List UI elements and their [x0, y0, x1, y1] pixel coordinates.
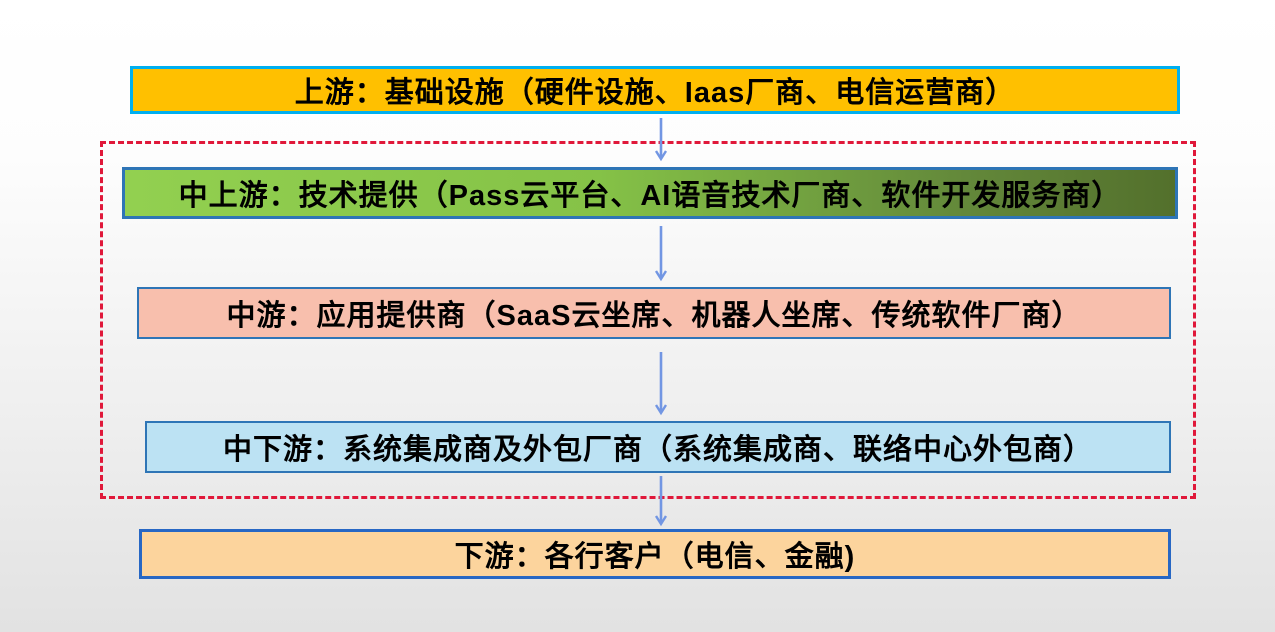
- midstream-group-frame: [100, 141, 1196, 499]
- downstream-label: 下游：各行客户（电信、金融): [454, 541, 856, 573]
- mid-downstream-label: 中下游：系统集成商及外包厂商（系统集成商、联络中心外包商）: [222, 434, 1093, 466]
- midstream-box: 中游：应用提供商（SaaS云坐席、机器人坐席、传统软件厂商）: [137, 287, 1171, 339]
- downstream-box: 下游：各行客户（电信、金融): [139, 529, 1171, 579]
- mid-upstream-label: 中上游：技术提供（Pass云平台、AI语音技术厂商、软件开发服务商）: [178, 180, 1122, 212]
- midstream-label: 中游：应用提供商（SaaS云坐席、机器人坐席、传统软件厂商）: [226, 300, 1082, 332]
- upstream-label: 上游：基础设施（硬件设施、Iaas厂商、电信运营商）: [294, 77, 1016, 109]
- upstream-box: 上游：基础设施（硬件设施、Iaas厂商、电信运营商）: [130, 66, 1180, 114]
- mid-downstream-box: 中下游：系统集成商及外包厂商（系统集成商、联络中心外包商）: [145, 421, 1171, 473]
- mid-upstream-box: 中上游：技术提供（Pass云平台、AI语音技术厂商、软件开发服务商）: [122, 167, 1178, 219]
